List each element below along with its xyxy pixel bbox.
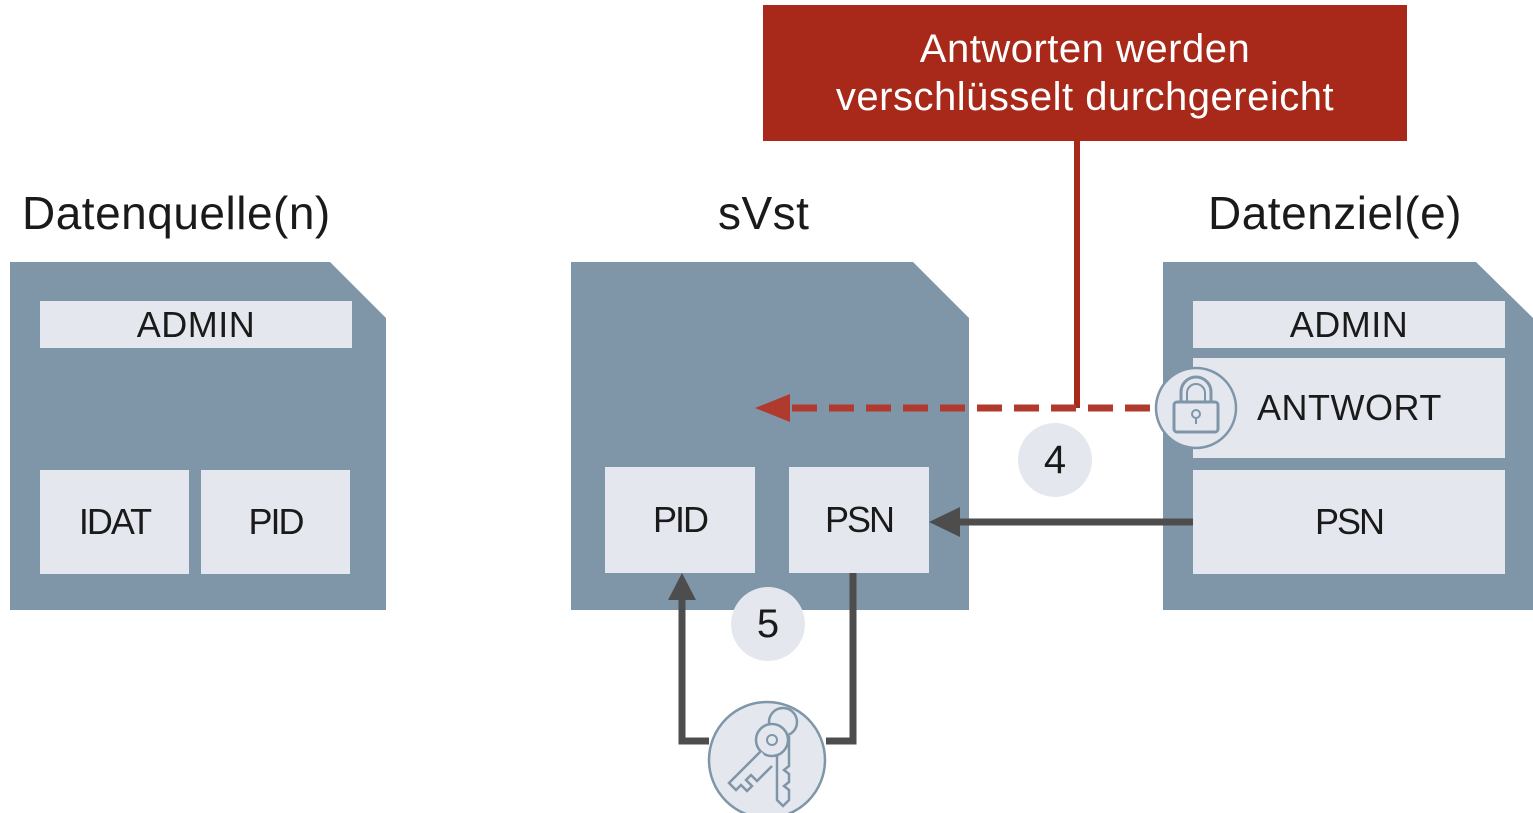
trustee-pid-cell: PID: [605, 467, 755, 573]
pid-arrow-head: [668, 573, 696, 600]
target-antwort-label: ANTWORT: [1257, 387, 1442, 428]
trustee-title: sVst: [718, 187, 810, 239]
source-title: Datenquelle(n): [22, 187, 331, 239]
callout-line-2: verschlüsselt durchgereicht: [835, 75, 1335, 119]
lock-icon: [1154, 366, 1238, 450]
step-badge-4: 4: [1018, 423, 1092, 497]
source-admin-cell: ADMIN: [40, 301, 352, 348]
target-psn-cell: PSN: [1193, 470, 1505, 574]
dashed-arrow-head: [755, 394, 790, 422]
target-admin-cell: ADMIN: [1193, 301, 1505, 348]
target-title: Datenziel(e): [1208, 187, 1462, 239]
psn-arrow-head: [929, 507, 960, 537]
step-badge-5: 5: [731, 587, 805, 661]
source-pid-cell: PID: [201, 470, 350, 574]
trustee-psn-cell: PSN: [789, 467, 929, 573]
key-to-pid-line: [678, 600, 709, 745]
target-antwort-cell: ANTWORT: [1193, 358, 1505, 458]
callout-line-1: Antworten werden: [919, 27, 1251, 71]
psn-to-key-line: [826, 573, 857, 745]
callout-box: Antworten werden verschlüsselt durchgere…: [763, 5, 1407, 141]
keys-icon: [707, 700, 827, 813]
source-idat-cell: IDAT: [40, 470, 189, 574]
